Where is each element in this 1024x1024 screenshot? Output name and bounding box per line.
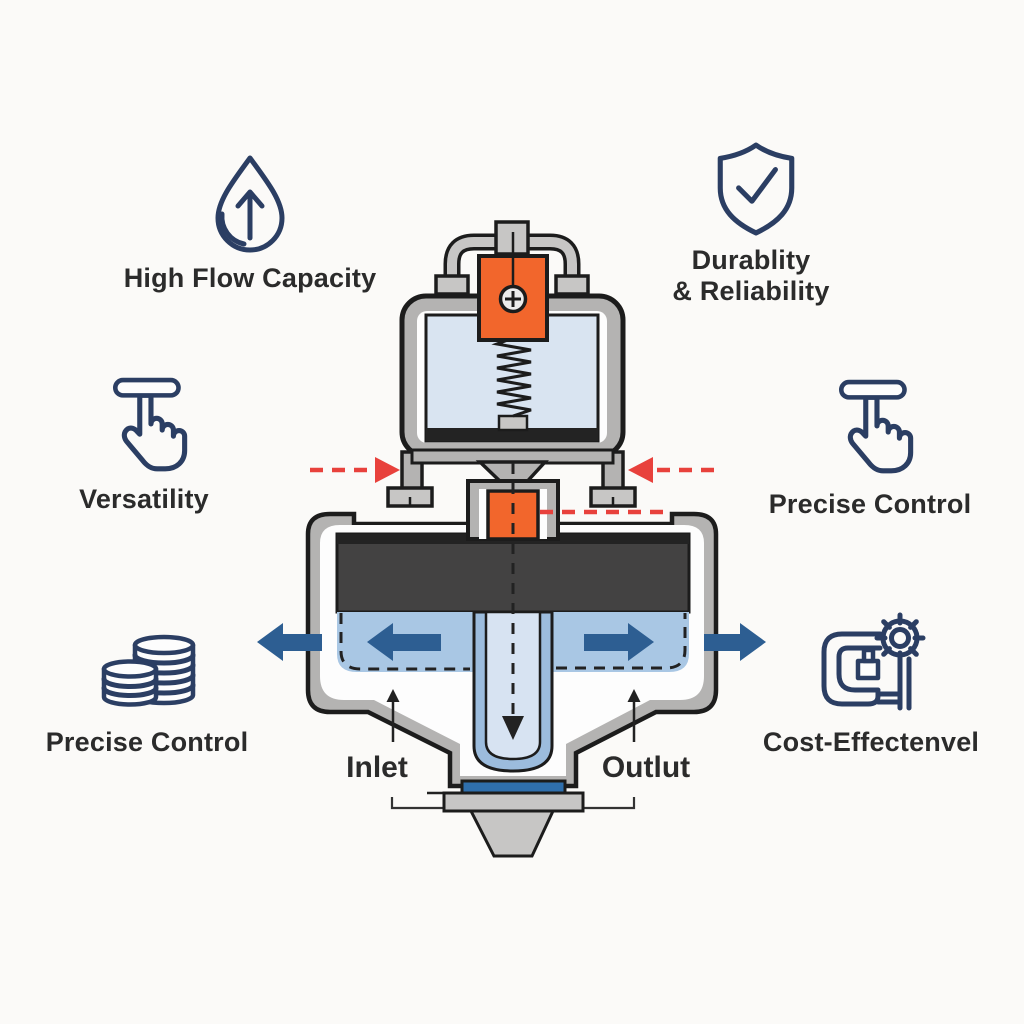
adjusting-screw xyxy=(477,232,549,342)
spring-bonnet xyxy=(386,293,637,508)
gear-pipe-icon xyxy=(821,612,926,711)
fluid-dashed-outline xyxy=(339,613,687,671)
centerline xyxy=(502,463,524,740)
adjustment-cap xyxy=(434,220,590,306)
down-arrowhead xyxy=(502,716,524,740)
handlebar-tube xyxy=(447,237,577,290)
flow-arrow-left-outer xyxy=(257,623,322,661)
flow-arrow-right-inner xyxy=(584,623,654,661)
t-fitting-left xyxy=(434,274,470,296)
feature-label-precise-control-right: Precise Control xyxy=(768,489,972,519)
tap-gesture-icon xyxy=(836,378,920,480)
diaphragm-plate-top xyxy=(426,428,598,441)
t-fitting-right xyxy=(554,274,590,296)
feature-label-versatility: Versatility xyxy=(79,484,209,514)
spring-seat xyxy=(497,414,529,432)
coin-stacks-icon xyxy=(101,634,196,707)
flow-arrow-left-inner xyxy=(367,623,441,661)
outlet-label: Outlut xyxy=(601,751,691,784)
feature-label-durability: Durablity & Reliability xyxy=(672,245,830,306)
tap-gesture-icon xyxy=(110,376,194,478)
red-arrow-right xyxy=(628,457,653,483)
feature-label-precise-control-left: Precise Control xyxy=(45,727,249,757)
spring xyxy=(491,336,532,418)
red-arrow-left xyxy=(375,457,400,483)
setpoint-arrows xyxy=(310,457,714,515)
shield-check-icon xyxy=(717,142,795,236)
water-drop-up-arrow-icon xyxy=(215,155,285,253)
flow-arrow-right-outer xyxy=(704,623,766,661)
bottom-assembly xyxy=(390,779,636,858)
bottom-cone xyxy=(468,809,556,858)
gear-icon xyxy=(874,612,926,664)
base-plate xyxy=(442,791,585,813)
flow-arrows xyxy=(257,623,766,661)
feature-label-high-flow: High Flow Capacity xyxy=(123,263,377,293)
port-callouts xyxy=(386,689,641,742)
inlet-label: Inlet xyxy=(346,751,408,784)
feature-label-cost-effective: Cost-Effectenvel xyxy=(762,727,980,757)
